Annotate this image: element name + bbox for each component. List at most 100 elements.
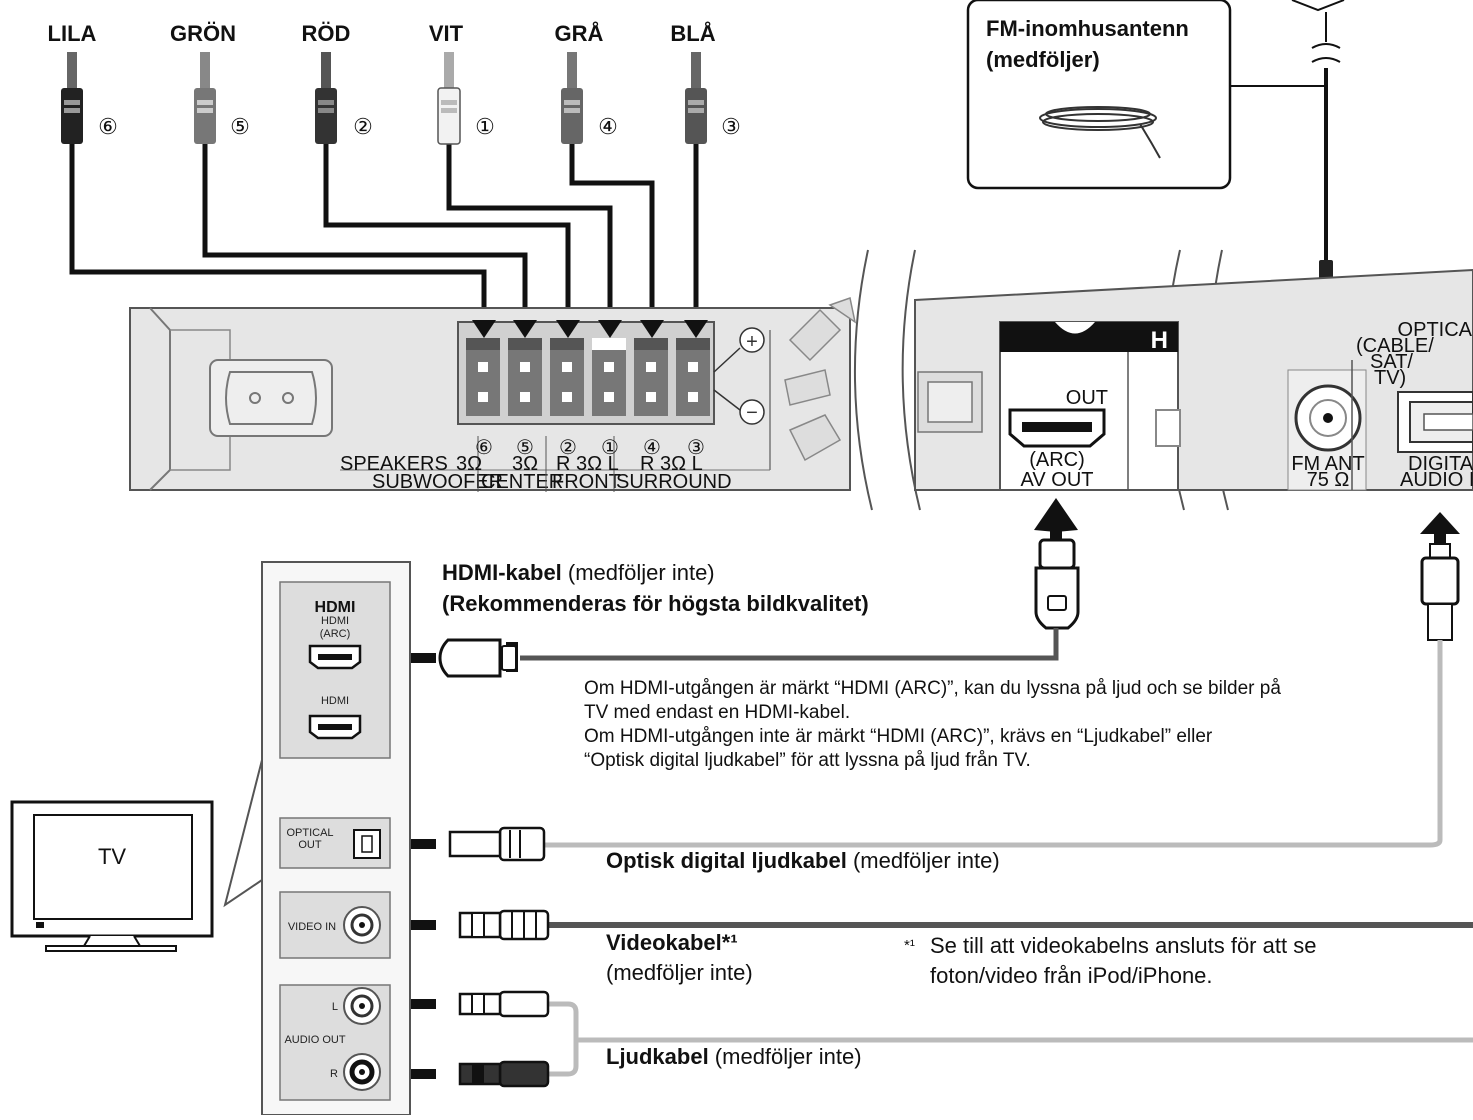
audio-cable-normal: (medföljer inte) (709, 1044, 862, 1069)
fm-ohm-label: 75 Ω (1307, 469, 1350, 491)
fm-antenna-box: FM-inomhusantenn (medföljer) (966, 0, 1326, 190)
ohm-subwoofer: 3Ω (456, 453, 482, 475)
subwoofer-label: SUBWOOFER (372, 471, 503, 493)
tv-optical-out-port[interactable] (353, 829, 381, 859)
footnote-line-1: Se till att videokabelns ansluts för att… (930, 933, 1316, 958)
tv-out-label: OUT (298, 839, 322, 851)
wire-lila (69, 142, 487, 322)
plug-num-bla: ③ (721, 114, 741, 139)
plug-numbers: ⑥ ⑤ ② ① ④ ③ (98, 114, 741, 139)
video-cable-caption: Videokabel*¹ (606, 930, 738, 955)
optical-cable-caption: Optisk digital ljudkabel (medföljer inte… (606, 848, 1000, 873)
tv-audio-r-jack[interactable] (343, 1053, 381, 1091)
plug-lila (61, 52, 83, 144)
video-cable-note: (medföljer inte) (606, 960, 753, 985)
tv-audio-l-jack[interactable] (343, 987, 381, 1025)
tv-hdmi-label: HDMI (321, 615, 349, 627)
speaker-plugs (61, 52, 707, 145)
speaker-labels: LILA GRÖN RÖD VIT GRÅ BLÅ (48, 20, 716, 46)
arc-note: Om HDMI-utgången är märkt “HDMI (ARC)”, … (584, 678, 1281, 771)
wire-vit (446, 142, 613, 322)
term-num-3: ③ (687, 437, 705, 459)
tv-hdmi-arc-port[interactable] (308, 644, 362, 670)
label-gron: GRÖN (170, 21, 236, 46)
hdmi-logo: HDMI (315, 599, 356, 616)
hdmi-cable-caption: HDMI-kabel (medföljer inte) (442, 560, 715, 585)
ohm-center: 3Ω (512, 453, 538, 475)
footnote: *¹ Se till att videokabelns ansluts för … (904, 933, 1316, 988)
audio-cable-caption: Ljudkabel (medföljer inte) (606, 1044, 862, 1069)
footnote-mark: *¹ (904, 937, 915, 954)
front-label: FRONT (552, 471, 621, 493)
term-num-4: ④ (643, 437, 661, 459)
tv-r-label: R (330, 1068, 338, 1080)
tv-optical-label: OPTICAL (286, 827, 333, 839)
arc-note-line-1: Om HDMI-utgången är märkt “HDMI (ARC)”, … (584, 678, 1281, 699)
arc-note-line-3: Om HDMI-utgången inte är märkt “HDMI (AR… (584, 726, 1213, 747)
tv-video-in-jack[interactable] (343, 906, 381, 944)
label-gra: GRÅ (555, 20, 604, 46)
video-cable-drawing (388, 909, 1473, 941)
wire-rod (323, 142, 571, 322)
speaker-wires (69, 142, 699, 322)
optical-cable-bold: Optisk digital ljudkabel (606, 848, 847, 873)
footnote-line-2: foton/video från iPod/iPhone. (930, 963, 1213, 988)
plug-vit (437, 52, 461, 145)
hdmi-cable-bold: HDMI-kabel (442, 560, 562, 585)
arc-label: (ARC) (1029, 449, 1085, 471)
plug-num-rod: ② (353, 114, 373, 139)
label-lila: LILA (48, 21, 97, 46)
arc-note-line-4: “Optisk digital ljudkabel” för att lyssn… (584, 750, 1031, 771)
optical-cable-drawing (388, 512, 1460, 862)
digital-label: DIGITA (1408, 453, 1473, 475)
tv-video-section: VIDEO IN (279, 891, 391, 959)
minus-sign: − (746, 402, 758, 424)
rear-panel: + − SPEAKERS SUBWOOFER CENTER FRONT SURR… (129, 297, 857, 493)
term-num-5: ⑤ (516, 437, 534, 459)
tv-paren-label: TV) (1374, 367, 1406, 389)
hdmi-port-2-icon (1155, 409, 1181, 447)
fan-vent-icon (784, 297, 857, 462)
term-num-2: ② (559, 437, 577, 459)
tv-arc-label: (ARC) (320, 628, 351, 640)
plug-num-gron: ⑤ (230, 114, 250, 139)
plug-gra (561, 52, 583, 144)
optical-label: OPTICA (1398, 319, 1473, 341)
optical-in-port[interactable] (1397, 391, 1473, 453)
hdmi-av-out-port[interactable] (1008, 408, 1106, 448)
arc-note-line-2: TV med endast en HDMI-kabel. (584, 702, 850, 723)
plus-sign: + (746, 331, 758, 353)
center-label: CENTER (481, 471, 563, 493)
cable-label: (CABLE/ (1356, 335, 1434, 357)
tv-icon: TV (10, 800, 214, 952)
audio-cable-drawing (388, 988, 1473, 1090)
lan-port-icon (917, 371, 983, 433)
speaker-terminal-block (457, 320, 715, 425)
tv-l-label: L (332, 1001, 338, 1013)
hdmi-cable-drawing (388, 498, 1080, 678)
tv-label: TV (98, 844, 126, 869)
out-label: OUT (1066, 387, 1108, 409)
antenna-coil-icon (1039, 106, 1161, 159)
tv-hdmi-section: HDMI HDMI (ARC) HDMI (279, 581, 391, 759)
polarity-marks: + − (713, 327, 765, 425)
term-num-1: ① (601, 437, 619, 459)
tv-audio-out-label: AUDIO OUT (284, 1034, 345, 1046)
ohm-surround: R 3Ω L (640, 453, 703, 475)
tv-video-in-label: VIDEO IN (288, 921, 336, 933)
hdmi-badge: H (1151, 327, 1168, 354)
fm-ant-jack[interactable] (1294, 384, 1362, 452)
sat-label: SAT/ (1370, 351, 1413, 373)
audio-cable-bold: Ljudkabel (606, 1044, 709, 1069)
tv-optical-section: OPTICAL OUT (279, 817, 391, 869)
label-vit: VIT (429, 21, 464, 46)
plug-num-vit: ① (475, 114, 495, 139)
tv-hdmi-port[interactable] (308, 714, 362, 740)
fm-ant-label: FM ANT (1291, 453, 1364, 475)
term-num-6: ⑥ (475, 437, 493, 459)
label-rod: RÖD (302, 21, 351, 46)
hdmi-recommend-caption: (Rekommenderas för högsta bildkvalitet) (442, 591, 869, 616)
tv-audio-section: L AUDIO OUT R (279, 984, 391, 1101)
tv-connection-panel: HDMI HDMI (ARC) HDMI OPTICAL OUT V (223, 561, 411, 1116)
